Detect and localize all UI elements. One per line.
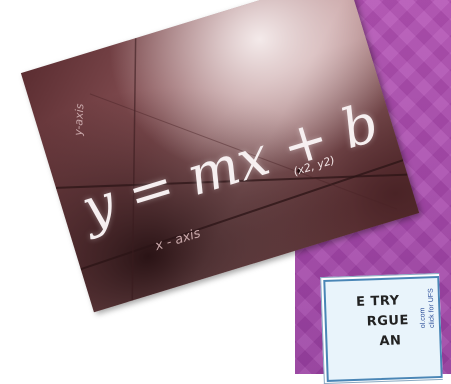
comic-strip-image: E TRY RGUE AN ol.com click for UFS (320, 272, 443, 384)
graph-lines (55, 38, 408, 301)
guide-line (89, 93, 398, 210)
linear-equation-photo: y = mx + b (x2, y2) x - axis y-axis (20, 0, 420, 313)
comic-text-line: RGUE (366, 313, 410, 330)
x-axis-line (80, 159, 404, 271)
y-axis-label: y-axis (71, 103, 87, 137)
comic-text-line: E TRY (355, 293, 400, 310)
slope-line (55, 173, 408, 189)
point-marker (297, 168, 303, 174)
comic-text-line: AN (379, 333, 402, 350)
comic-credit-text: click for UFS (427, 288, 437, 329)
comic-side-credit: ol.com click for UFS (418, 288, 437, 328)
comic-credit-text: ol.com (419, 307, 428, 329)
y-axis-line (131, 38, 137, 301)
comic-panel: E TRY RGUE AN ol.com click for UFS (323, 275, 443, 382)
